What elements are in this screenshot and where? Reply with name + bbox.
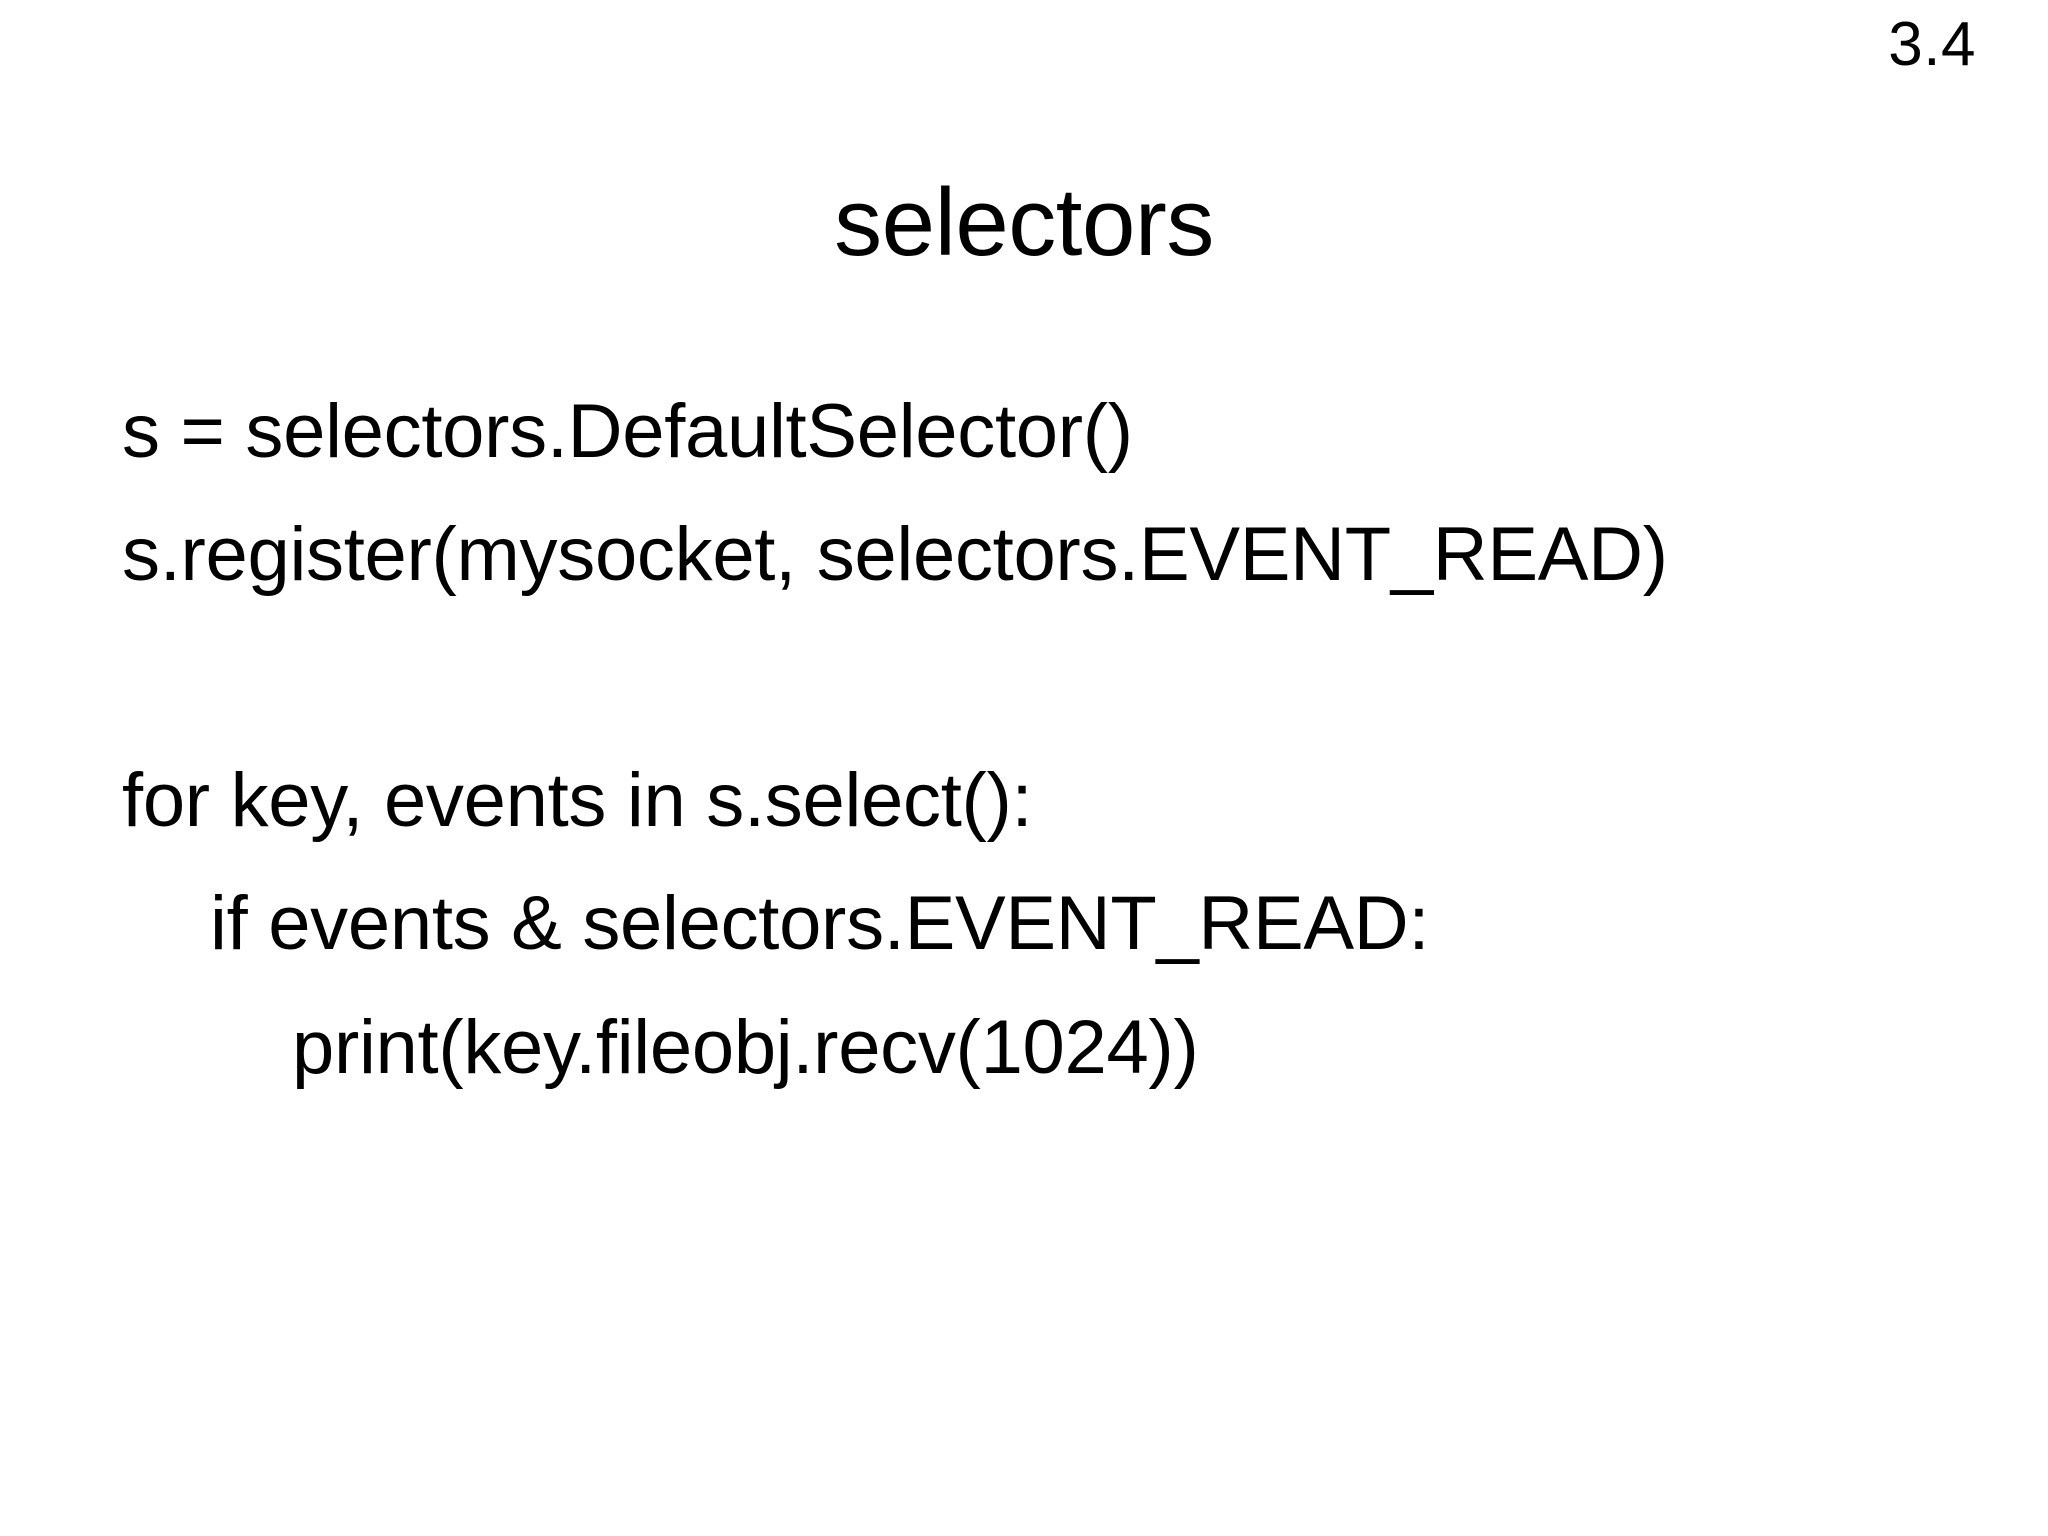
- code-block: s = selectors.DefaultSelector() s.regist…: [122, 370, 1982, 1109]
- page-number: 3.4: [1888, 10, 1976, 79]
- slide-title: selectors: [834, 169, 1214, 277]
- code-line: if events & selectors.EVENT_READ:: [210, 881, 1430, 967]
- code-line-blank: [122, 616, 1982, 739]
- code-line: print(key.fileobj.recv(1024)): [292, 1004, 1199, 1090]
- code-line: s = selectors.DefaultSelector(): [122, 389, 1133, 474]
- code-line: for key, events in s.select():: [122, 758, 1033, 844]
- code-line: s.register(mysocket, selectors.EVENT_REA…: [122, 512, 1668, 598]
